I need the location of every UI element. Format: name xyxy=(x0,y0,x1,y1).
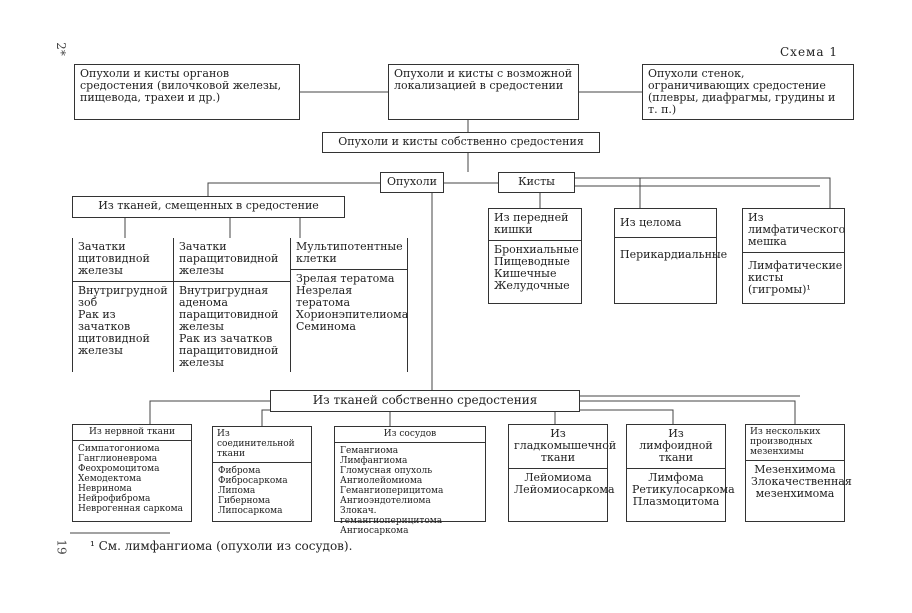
tissue-mesenchyme-header: Из нескольких производных мезенхимы xyxy=(746,425,844,461)
tissue-lymphoid-header: Из лимфоидной ткани xyxy=(627,425,725,469)
group-thyroid: Зачатки щитовидной железы Внутригрудной … xyxy=(72,238,174,372)
group-multipotent-item: Незрелая тератома xyxy=(296,284,353,309)
tissue-lymphoid-item: Ретикулосаркома xyxy=(632,483,735,496)
tissue-smooth-muscle-item: Лейомиосаркома xyxy=(514,483,615,496)
footnote: ¹ См. лимфангиома (опухоли из сосудов). xyxy=(90,539,353,553)
box-possible-localization-text: Опухоли и кисты с возможной локализацией… xyxy=(394,67,573,92)
group-multipotent-header: Мультипотентные клетки xyxy=(291,238,407,270)
tissue-connective-item: Фиброма xyxy=(218,466,261,476)
group-multipotent-item: Хорионэпителиома xyxy=(296,308,409,321)
tissue-vessels-item: Гломусная опухоль xyxy=(340,466,433,476)
box-cysts-text: Кисты xyxy=(518,175,555,188)
cyst-coelom: Из целома Перикардиальные xyxy=(614,208,728,304)
group-thyroid-header: Зачатки щитовидной железы xyxy=(73,238,173,282)
group-multipotent-item: Семинома xyxy=(296,320,356,333)
tissue-vessels-header: Из сосудов xyxy=(335,427,485,443)
tissue-smooth-muscle-item: Лейомиома xyxy=(524,471,592,484)
tissue-vessels-item: Гемангиоперицитома xyxy=(340,486,444,496)
tissue-mesenchyme-item: Мезенхимома xyxy=(754,463,836,476)
cyst-foregut: Из передней кишки Бронхиальные Пищеводны… xyxy=(488,208,582,304)
page-mark-top: 2* xyxy=(53,42,68,56)
box-walls-text: Опухоли стенок, ограничивающих средостен… xyxy=(648,67,836,116)
tissue-vessels-item: Злокач. гемангиоперицитома xyxy=(340,506,443,526)
box-tumors: Опухоли xyxy=(380,172,444,193)
tissue-nervous-item: Нейрофиброма xyxy=(78,494,151,504)
box-displaced-tissue-text: Из тканей, смещенных в средостение xyxy=(98,199,319,212)
box-organs: Опухоли и кисты органов средостения (вил… xyxy=(74,64,300,120)
group-thyroid-item: Внутригрудной зоб xyxy=(78,284,168,309)
group-parathyroid-item: Рак из зачатков паращитовидной железы xyxy=(179,332,279,369)
box-own-tissue: Из тканей собственно средостения xyxy=(270,390,580,412)
cyst-foregut-item: Желудочные xyxy=(494,279,570,292)
cyst-lymph-sac-item: Лимфатические кисты (гигромы)¹ xyxy=(748,259,843,296)
group-parathyroid: Зачатки паращитовидной железы Внутригруд… xyxy=(173,238,291,372)
cyst-coelom-header: Из целома xyxy=(615,209,716,238)
tissue-vessels-item: Гемангиома xyxy=(340,446,399,456)
tissue-vessels-item: Ангиолейомиома xyxy=(340,476,423,486)
group-parathyroid-header: Зачатки паращитовидной железы xyxy=(174,238,290,282)
tissue-connective-item: Фибросаркома xyxy=(218,476,288,486)
cyst-foregut-item: Бронхиальные xyxy=(494,243,579,256)
group-multipotent: Мультипотентные клетки Зрелая тератома Н… xyxy=(290,238,408,372)
box-organs-text: Опухоли и кисты органов средостения (вил… xyxy=(80,67,282,104)
tissue-lymphoid: Из лимфоидной ткани Лимфома Ретикулосарк… xyxy=(626,424,735,522)
tissue-connective-item: Липосаркома xyxy=(218,506,283,516)
box-own-tissue-text: Из тканей собственно средостения xyxy=(312,393,538,407)
scheme-label: Схема 1 xyxy=(780,45,838,59)
tissue-nervous-item: Феохромоцитома xyxy=(78,464,160,474)
tissue-lymphoid-item: Плазмоцитома xyxy=(632,495,720,508)
box-own-mediastinum-text: Опухоли и кисты собственно средостения xyxy=(338,135,584,148)
box-tumors-text: Опухоли xyxy=(387,175,437,188)
cyst-lymph-sac: Из лимфатического мешка Лимфатические ки… xyxy=(742,208,845,304)
tissue-nervous: Из нервной ткани Симпатогониома Ганглион… xyxy=(72,424,192,522)
cyst-foregut-item: Кишечные xyxy=(494,267,557,280)
tissue-smooth-muscle: Из гладкомышечной ткани Лейомиома Лейоми… xyxy=(508,424,616,522)
tissue-mesenchyme-item: Злокачественная мезенхимома xyxy=(751,475,852,500)
group-thyroid-item: Рак из зачатков щитовидной железы xyxy=(78,308,150,357)
box-cysts: Кисты xyxy=(498,172,575,193)
page-mark-bottom: 19 xyxy=(54,539,69,555)
cyst-coelom-item: Перикардиальные xyxy=(620,248,728,261)
tissue-vessels: Из сосудов Гемангиома Лимфангиома Гломус… xyxy=(334,426,486,536)
box-walls: Опухоли стенок, ограничивающих средостен… xyxy=(642,64,854,120)
cyst-foregut-item: Пищеводные xyxy=(494,255,570,268)
tissue-vessels-item: Ангиосаркома xyxy=(340,526,409,536)
tissue-connective: Из соединительной ткани Фиброма Фибросар… xyxy=(212,426,312,522)
group-multipotent-item: Зрелая тератома xyxy=(296,272,395,285)
tissue-nervous-item: Симпатогониома xyxy=(78,444,160,454)
tissue-connective-item: Липома xyxy=(218,486,256,496)
cyst-foregut-header: Из передней кишки xyxy=(489,209,581,241)
tissue-nervous-item: Хемодектома xyxy=(78,474,142,484)
box-displaced-tissue: Из тканей, смещенных в средостение xyxy=(72,196,345,218)
tissue-smooth-muscle-header: Из гладкомышечной ткани xyxy=(509,425,616,469)
box-possible-localization: Опухоли и кисты с возможной локализацией… xyxy=(388,64,579,120)
box-own-mediastinum: Опухоли и кисты собственно средостения xyxy=(322,132,600,153)
tissue-nervous-item: Невринома xyxy=(78,484,132,494)
tissue-lymphoid-item: Лимфома xyxy=(648,471,704,484)
tissue-mesenchyme: Из нескольких производных мезенхимы Мезе… xyxy=(745,424,852,522)
tissue-nervous-item: Ганглионеврома xyxy=(78,454,158,464)
tissue-vessels-item: Ангиоэндотелиома xyxy=(340,496,431,506)
tissue-nervous-item: Неврогенная саркома xyxy=(78,504,183,514)
tissue-connective-header: Из соединительной ткани xyxy=(213,427,311,463)
group-parathyroid-item: Внутригрудная аденома паращитовидной жел… xyxy=(179,284,279,333)
tissue-connective-item: Гибернома xyxy=(218,496,271,506)
tissue-nervous-header: Из нервной ткани xyxy=(73,425,191,441)
tissue-vessels-item: Лимфангиома xyxy=(340,456,408,466)
cyst-lymph-sac-header: Из лимфатического мешка xyxy=(743,209,845,253)
